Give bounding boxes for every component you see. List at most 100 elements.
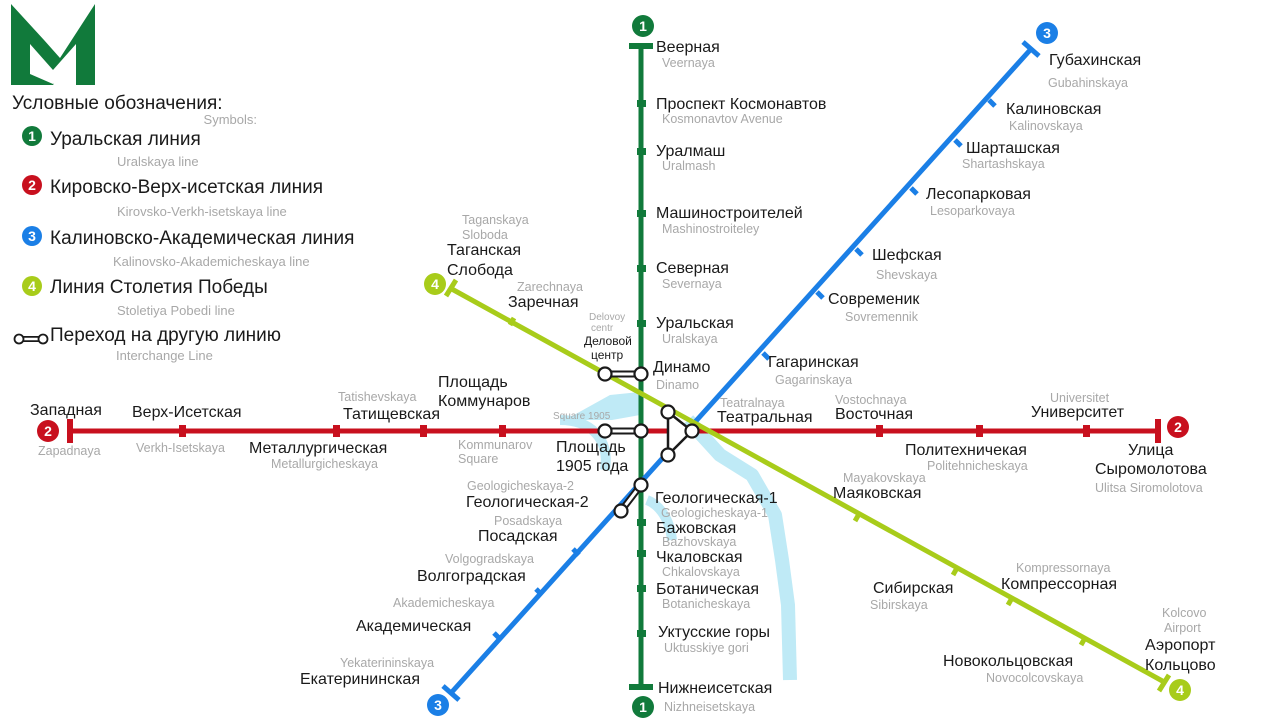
station-zapadnaya: Западная (30, 402, 102, 419)
station-delovoy-tsentr-line1: Деловой (584, 334, 632, 348)
svg-text:Nizhneisetskaya: Nizhneisetskaya (664, 700, 755, 714)
svg-text:2: 2 (28, 177, 36, 193)
legend-item-2-en: Kirovsko-Verkh-isetskaya line (117, 204, 287, 219)
line-2-badge-left (37, 420, 59, 442)
line-3-badge-bottom (427, 694, 449, 716)
svg-text:Shartashskaya: Shartashskaya (962, 157, 1045, 171)
station-teatralnaya: Театральная (717, 409, 813, 426)
svg-text:3: 3 (434, 697, 442, 713)
svg-text:Gagarinskaya: Gagarinskaya (775, 373, 852, 387)
interchange-node (660, 447, 676, 463)
svg-text:Geologicheskaya-1: Geologicheskaya-1 (661, 506, 768, 520)
svg-text:Lesoparkovaya: Lesoparkovaya (930, 204, 1015, 218)
station-tick (909, 186, 919, 196)
station-tick (637, 320, 646, 327)
station-tick (492, 631, 502, 641)
station-prospekt-kosmonavtov: Проспект Космонавтов (656, 96, 826, 113)
line-4-labels: Таганская Слобода Taganskaya Sloboda Зар… (447, 213, 1216, 685)
svg-text:Square 1905: Square 1905 (553, 411, 611, 422)
station-veernaya: Веерная (656, 39, 720, 56)
svg-text:Sovremennik: Sovremennik (845, 310, 919, 324)
legend: Условные обозначения: Symbols: 1 Уральск… (12, 93, 354, 363)
station-mayakovskaya: Маяковская (833, 485, 921, 502)
station-tick (629, 684, 653, 690)
svg-text:1: 1 (28, 128, 36, 144)
svg-text:4: 4 (431, 276, 439, 292)
station-bazhovskaya: Бажовская (656, 520, 736, 537)
station-shefskaya: Шефская (872, 247, 942, 264)
legend-item-4-label: Линия Столетия Победы (50, 277, 268, 298)
svg-text:Politehnicheskaya: Politehnicheskaya (927, 459, 1028, 473)
line-2-labels: Западная Zapadnaya Верх-Исетская Verkh-I… (30, 374, 1207, 495)
station-gagarinskaya: Гагаринская (768, 354, 859, 371)
svg-text:Novocolcovskaya: Novocolcovskaya (986, 671, 1083, 685)
legend-interchange-label: Переход на другую линию (50, 325, 281, 346)
station-yekaterininskaya: Екатерининская (300, 671, 420, 688)
station-delovoy-tsentr-line2: центр (591, 348, 624, 362)
svg-text:2: 2 (1174, 419, 1182, 435)
legend-item-4-en: Stoletiya Pobedi line (117, 303, 235, 318)
legend-line-3-badge (22, 226, 42, 246)
svg-text:Ulitsa Siromolotova: Ulitsa Siromolotova (1095, 481, 1203, 495)
station-tick (637, 148, 646, 155)
station-politekhnicheskaya: Политехничекая (905, 442, 1027, 459)
station-tick (534, 587, 544, 597)
metro-m-logo (11, 4, 95, 85)
svg-text:Akademicheskaya: Akademicheskaya (393, 596, 494, 610)
station-metallurgicheskaya: Металлургическая (249, 440, 387, 457)
legend-item-1-label: Уральская линия (50, 129, 201, 150)
svg-text:Uktusskiye gori: Uktusskiye gori (664, 641, 749, 655)
legend-item-3-label: Калиновско-Академическая линия (50, 228, 354, 249)
line-1-ticks (629, 43, 653, 690)
svg-text:Universitet: Universitet (1050, 391, 1110, 405)
station-uktusskiye-gory: Уктусские горы (658, 624, 770, 641)
station-uralskaya: Уральская (656, 315, 734, 332)
station-tick (987, 98, 997, 108)
station-tick (876, 425, 883, 437)
station-kompressornaya: Компрессорная (1001, 576, 1117, 593)
line-4-track (448, 285, 1168, 686)
station-novokoltsovskaya: Новокольцовская (943, 653, 1073, 670)
station-geologicheskaya-2: Геологическая-2 (466, 494, 589, 511)
station-tatishchevskaya: Татищевская (343, 406, 440, 423)
station-tick (333, 425, 340, 437)
svg-text:Airport: Airport (1164, 621, 1201, 635)
interchange-node (597, 366, 613, 382)
interchange-node (684, 423, 700, 439)
interchange-node (633, 477, 649, 493)
legend-subtitle: Symbols: (204, 112, 257, 127)
legend-title: Условные обозначения: (12, 93, 223, 114)
station-tick (1078, 636, 1088, 647)
station-tick (420, 425, 427, 437)
svg-text:4: 4 (28, 278, 36, 294)
station-akademicheskaya: Академическая (356, 618, 471, 635)
svg-text:Sibirskaya: Sibirskaya (870, 598, 928, 612)
station-tick (637, 100, 646, 107)
svg-text:Metallurgicheskaya: Metallurgicheskaya (271, 457, 378, 471)
legend-interchange-en: Interchange Line (116, 348, 213, 363)
station-tick (1021, 40, 1041, 58)
station-tick (571, 547, 581, 557)
interchange-node (633, 423, 649, 439)
station-aeroport-koltsovo-line2: Кольцово (1145, 657, 1216, 674)
svg-text:Uralskaya: Uralskaya (662, 332, 718, 346)
station-tick (637, 630, 646, 637)
station-tick (179, 425, 186, 437)
interchange-node (660, 404, 676, 420)
svg-text:Taganskaya: Taganskaya (462, 213, 529, 227)
station-taganskaya-sloboda-line1: Таганская (447, 242, 521, 259)
svg-text:4: 4 (1176, 682, 1184, 698)
svg-text:Mashinostroiteley: Mashinostroiteley (662, 222, 760, 236)
svg-text:Mayakovskaya: Mayakovskaya (843, 471, 926, 485)
svg-text:Chkalovskaya: Chkalovskaya (662, 565, 740, 579)
station-sovremenik: Современик (828, 291, 920, 308)
svg-text:Verkh-Isetskaya: Verkh-Isetskaya (136, 441, 225, 455)
line-2-ticks (67, 419, 1161, 443)
station-tick (1155, 419, 1161, 443)
legend-item-1-en: Uralskaya line (117, 154, 199, 169)
line-3-ticks (441, 40, 1041, 702)
station-zarechnaya: Заречная (508, 294, 579, 311)
line-3-labels: Губахинская Gubahinskaya Калиновская Kal… (300, 52, 1141, 688)
legend-line-4-badge (22, 276, 42, 296)
